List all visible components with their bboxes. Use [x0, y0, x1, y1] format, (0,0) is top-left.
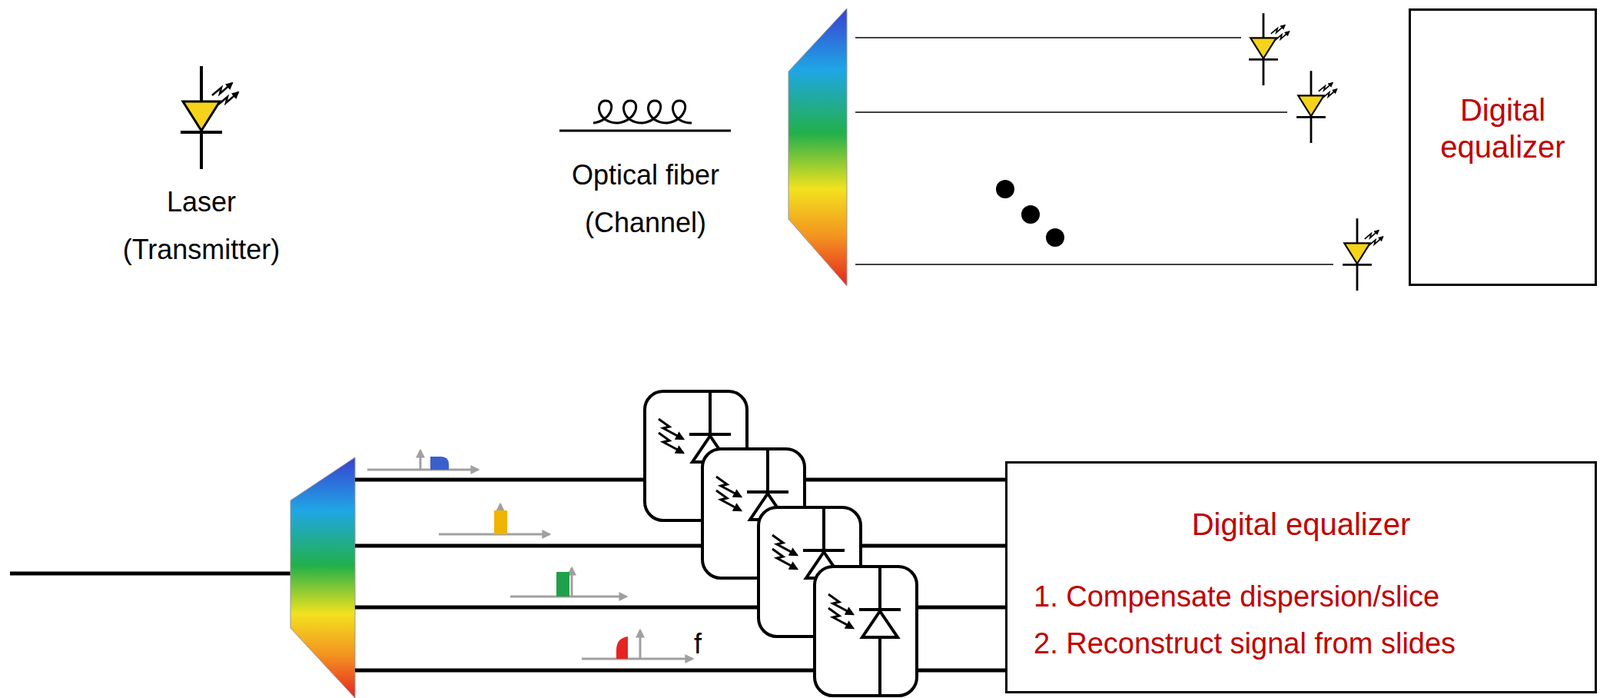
spectral-slice [494, 510, 508, 535]
ellipsis-dot [1021, 205, 1040, 224]
equalizer-box: Digital equalizer 1. Compensate dispersio… [1005, 461, 1597, 694]
ellipsis-dot [1045, 228, 1065, 247]
photodiode-symbol [1342, 218, 1384, 291]
component-label: Laser (Transmitter) [101, 178, 302, 274]
fiber-line [9, 571, 293, 576]
list-item: 2. Reconstruct signal from slides [1033, 620, 1456, 668]
carrier-arrow [639, 630, 642, 659]
wavelength-demux [290, 457, 356, 698]
ellipsis-dot [995, 179, 1015, 199]
fiber-coil [593, 100, 692, 123]
list-item: 1. Compensate dispersion/slice [1033, 573, 1440, 621]
photodiode-box [814, 566, 917, 696]
spectral-slice [616, 636, 628, 659]
spectrum-icon [367, 450, 479, 470]
channel-line [855, 36, 1242, 39]
spectrum-icon [581, 630, 693, 659]
axis-label: f [693, 628, 702, 660]
spectral-slice [556, 571, 570, 597]
wavelength-demux [788, 8, 847, 286]
channel-line [855, 111, 1288, 113]
photodiode-symbol [1296, 70, 1338, 143]
spectrum-icon [438, 504, 550, 535]
component-label: Optical fiber (Channel) [541, 151, 750, 247]
laser-symbol [180, 66, 239, 170]
carrier-arrow [419, 450, 422, 470]
carrier-arrow [570, 567, 574, 597]
photodiode-symbol [1248, 13, 1290, 86]
channel-line [355, 544, 1007, 548]
frequency-axis [367, 468, 479, 472]
box-title: Digital equalizer [1418, 91, 1587, 166]
spectrum-icon [510, 567, 627, 597]
frequency-axis [581, 657, 693, 661]
channel-line [855, 263, 1334, 266]
spectral-slice [430, 456, 449, 470]
box-title: Digital equalizer [1191, 505, 1411, 543]
equalizer-box: Digital equalizer [1408, 8, 1597, 286]
fiber-line [559, 129, 731, 133]
